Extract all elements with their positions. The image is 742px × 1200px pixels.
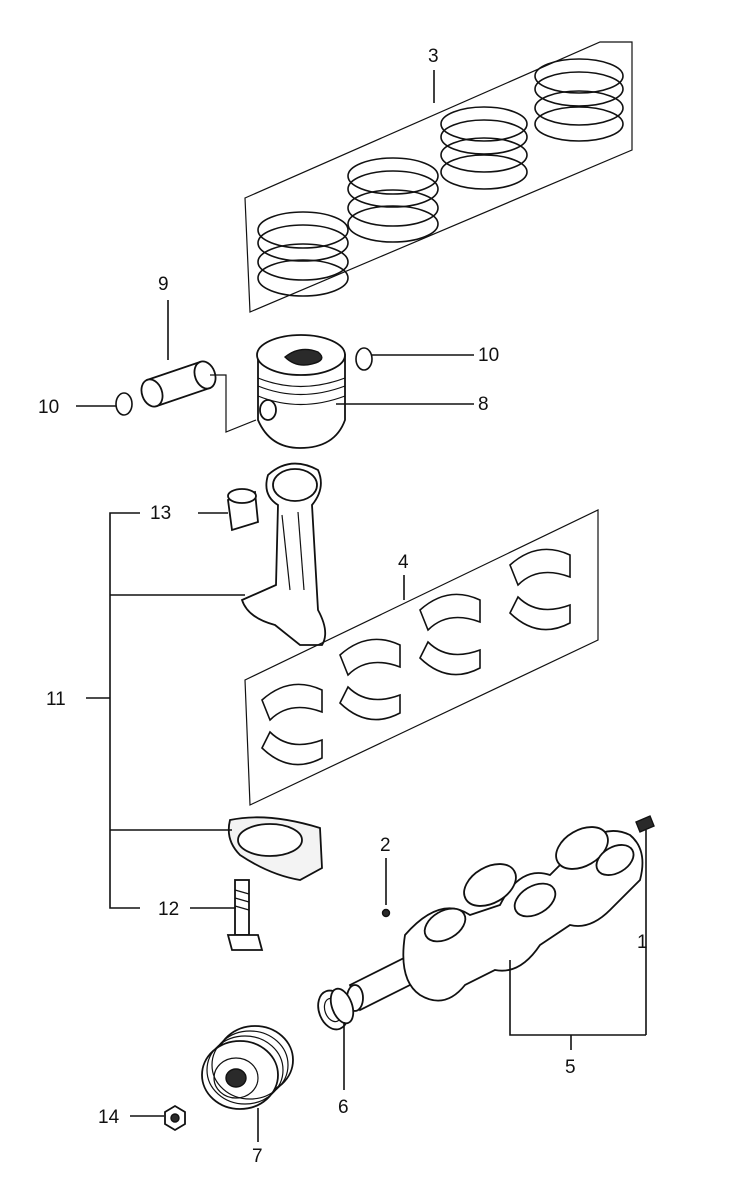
crankshaft-gear [317,987,355,1031]
callout-12: 12 [158,899,179,920]
callout-8: 8 [478,394,489,415]
callout-2: 2 [380,835,391,856]
callout-7: 7 [252,1146,263,1167]
callout-13: 13 [150,503,171,524]
piston-rings-group-3 [440,106,528,190]
piston-pin [140,360,257,433]
woodruff-key [381,908,391,918]
leader-lines [76,70,647,1142]
piston-rings-group-2 [347,157,439,243]
crankshaft-pulley [201,1025,294,1110]
callout-3: 3 [428,46,439,67]
piston-rings-group-1 [257,211,349,297]
callout-1: 1 [637,932,648,953]
crankshaft [346,815,655,1012]
callout-10-right: 10 [478,345,499,366]
callout-6: 6 [338,1097,349,1118]
callout-10-left: 10 [38,397,59,418]
small-end-bushing [227,488,259,532]
callout-14: 14 [98,1107,120,1128]
bearing-set [244,509,599,806]
snap-ring-left [115,392,133,416]
piston [256,334,346,449]
snap-ring-right [355,347,373,371]
piston-rings-group-4 [534,58,624,142]
connecting-rod [227,462,327,881]
pulley-nut [164,1104,186,1132]
piston-ring-set [244,41,633,313]
connecting-rod-bolt [226,879,264,951]
callout-4: 4 [398,552,409,573]
bearing-shells [261,548,571,766]
callout-11: 11 [46,689,66,710]
callout-labels: 3 9 10 10 8 13 4 11 2 12 1 5 6 14 7 [38,46,648,1167]
callout-5: 5 [565,1057,576,1078]
callout-9: 9 [158,274,169,295]
